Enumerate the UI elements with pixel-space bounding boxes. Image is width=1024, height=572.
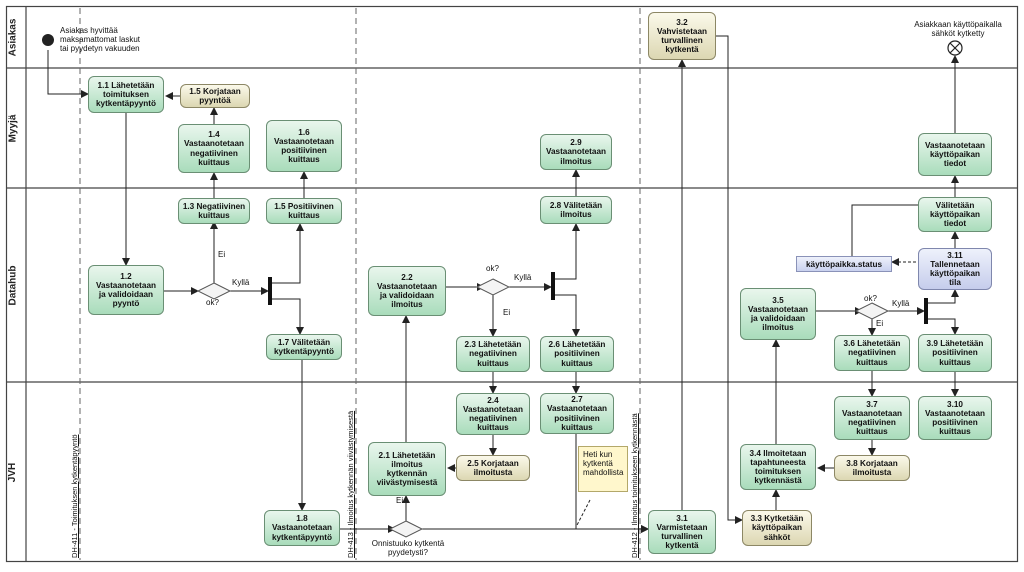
action-1-8[interactable]: 1.8 Vastaanotetaan kytkentäpyyntö <box>264 510 340 546</box>
action-3-2[interactable]: 3.2 Vahvistetaan turvallinen kytkentä <box>648 12 716 60</box>
action-3-7[interactable]: 3.7 Vastaanotetaan negatiivinen kuittaus <box>834 396 910 440</box>
decision-1 <box>196 282 232 300</box>
action-1-2[interactable]: 1.2 Vastaanotetaan ja validoidaan pyyntö <box>88 265 164 315</box>
guard-ei-2: Ei <box>503 308 511 317</box>
guard-kylla-1: Kyllä <box>232 278 250 287</box>
action-1-1[interactable]: 1.1 Lähetetään toimituksen kytkentäpyynt… <box>88 76 164 113</box>
decision-2 <box>475 278 511 296</box>
action-2-2[interactable]: 2.2 Vastaanotetaan ja validoidaan ilmoit… <box>368 266 446 316</box>
guard-ok-3: ok? <box>864 294 877 303</box>
action-2-4[interactable]: 2.4 Vastaanotetaan negatiivinen kuittaus <box>456 393 530 435</box>
fork-bar-1 <box>268 277 272 305</box>
action-1-7[interactable]: 1.7 Välitetään kytkentäpyyntö <box>266 334 342 360</box>
action-1-3[interactable]: 1.3 Negatiivinen kuittaus <box>178 198 250 224</box>
phase-label-dh412: DH-412 - Ilmoitus toimitukseen kytkennäs… <box>630 413 639 558</box>
decision-4 <box>388 520 424 538</box>
end-label: Asiakkaan käyttöpaikalla sähköt kytketty <box>914 20 1002 39</box>
guard-ei-3: Ei <box>876 319 884 328</box>
action-1-4[interactable]: 1.4 Vastaanotetaan negatiivinen kuittaus <box>178 124 250 173</box>
phase-label-dh413: DH-413 - Ilmoitus kytkennän viivästymise… <box>346 410 355 558</box>
start-node <box>42 34 54 46</box>
guard-ok-1: ok? <box>206 298 219 307</box>
fork-bar-2 <box>551 272 555 300</box>
action-2-9[interactable]: 2.9 Vastaanotetaan ilmoitus <box>540 134 612 170</box>
action-2-1[interactable]: 2.1 Lähetetään ilmoitus kytkennän viiväs… <box>368 442 446 496</box>
decision-3 <box>854 302 890 320</box>
action-3-5[interactable]: 3.5 Vastaanotetaan ja validoidaan ilmoit… <box>740 288 816 340</box>
action-3-10[interactable]: 3.10 Vastaanotetaan positiivinen kuittau… <box>918 396 992 440</box>
lane-myyja: Myyjä <box>7 114 19 142</box>
action-3-8[interactable]: 3.8 Korjataan ilmoitusta <box>834 455 910 481</box>
action-1-5-korjataan[interactable]: 1.5 Korjataan pyyntöä <box>180 84 250 108</box>
guard-ei-4: Ei <box>396 496 404 505</box>
action-2-6[interactable]: 2.6 Lähetetään positiivinen kuittaus <box>540 336 614 372</box>
data-object-kayttopaikka-status[interactable]: käyttöpaikka.status <box>796 256 892 272</box>
action-3-1[interactable]: 3.1 Varmistetaan turvallinen kytkentä <box>648 510 716 554</box>
lane-separators <box>5 5 1019 563</box>
action-2-5[interactable]: 2.5 Korjataan ilmoitusta <box>456 455 530 481</box>
action-3-6[interactable]: 3.6 Lähetetään negatiivinen kuittaus <box>834 335 910 371</box>
note-heti-kun: Heti kun kytkentä mahdollista <box>578 446 628 492</box>
guard-ok-2: ok? <box>486 264 499 273</box>
fork-bar-3 <box>924 298 928 324</box>
action-3-11[interactable]: 3.11 Tallennetaan käyttöpaikan tila <box>918 248 992 290</box>
guard-kylla-3: Kyllä <box>892 299 910 308</box>
action-3-4[interactable]: 3.4 Ilmoitetaan tapahtuneesta toimitukse… <box>740 444 816 490</box>
action-3-3[interactable]: 3.3 Kytketään käyttöpaikan sähköt <box>742 510 812 546</box>
guard-ei-1: Ei <box>218 250 226 259</box>
action-2-8[interactable]: 2.8 Välitetään ilmoitus <box>540 196 612 224</box>
action-1-6[interactable]: 1.6 Vastaanotetaan positiivinen kuittaus <box>266 120 342 172</box>
start-label: Asiakas hyvittää maksamattomat laskut ta… <box>60 26 141 54</box>
action-vastaanotetaan-kayttopaikan-tiedot[interactable]: Vastaanotetaan käyttöpaikan tiedot <box>918 133 992 176</box>
action-2-3[interactable]: 2.3 Lähetetään negatiivinen kuittaus <box>456 336 530 372</box>
action-1-5-positiivinen[interactable]: 1.5 Positiivinen kuittaus <box>266 198 342 224</box>
guard-onnistuuko: Onnistuuko kytkentä pyydetysti? <box>371 539 445 558</box>
phase-dividers <box>79 8 641 560</box>
lane-jvh: JVH <box>7 462 19 482</box>
guard-kylla-2: Kyllä <box>514 273 532 282</box>
lane-asiakas: Asiakas <box>7 18 19 56</box>
lane-datahub: Datahub <box>7 265 19 305</box>
action-valitetaan-kayttopaikan-tiedot[interactable]: Välitetään käyttöpaikan tiedot <box>918 197 992 232</box>
phase-label-dh411: DH-411 - Toimituksen kytkentäpyyntö <box>70 434 79 558</box>
action-2-7[interactable]: 2.7 Vastaanotetaan positiivinen kuittaus <box>540 393 614 434</box>
action-3-9[interactable]: 3.9 Lähetetään positiivinen kuittaus <box>918 334 992 372</box>
